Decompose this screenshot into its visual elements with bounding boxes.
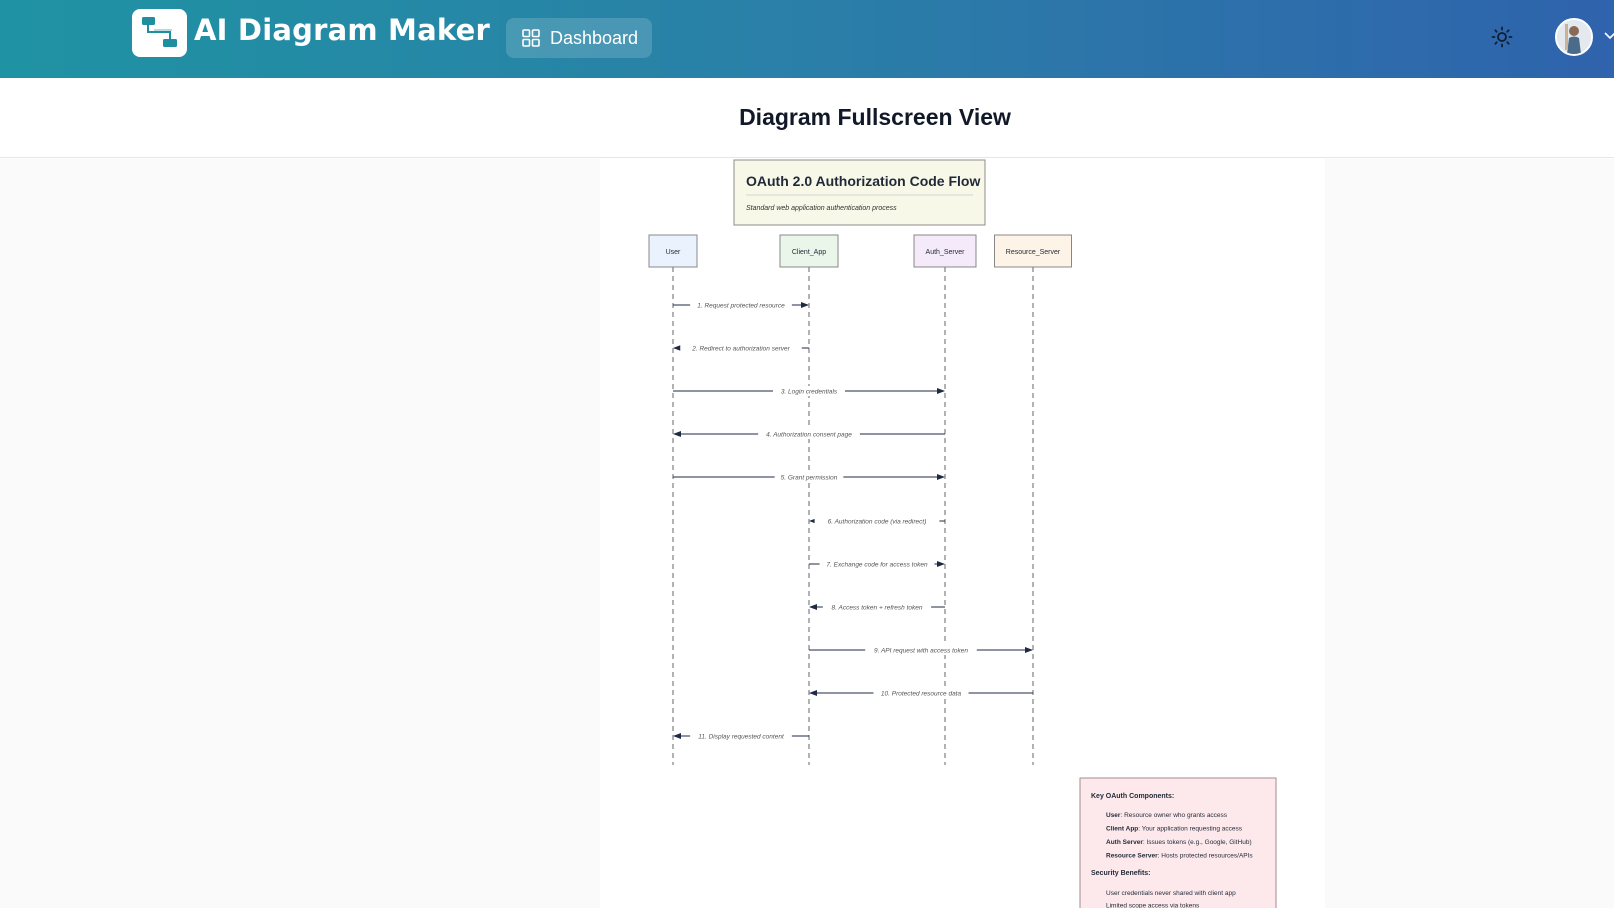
notes-box: Key OAuth Components: User: Resource own… (1079, 777, 1277, 908)
message-label-bg (690, 300, 792, 310)
message-label: 6. Authorization code (via redirect) (828, 519, 927, 526)
message-label-bg (690, 731, 792, 741)
participant-box (779, 234, 839, 268)
diagram-logo-icon[interactable] (132, 9, 187, 57)
message-label: 9. API request with access token (874, 648, 968, 655)
message-1: 1. Request protected resource (673, 300, 809, 310)
dashboard-label: Dashboard (550, 27, 639, 48)
participant-box (994, 234, 1072, 268)
message-6: 6. Authorization code (via redirect) (809, 516, 945, 526)
participant-label: Auth_Server (926, 249, 966, 256)
participant-client-app[interactable]: Client_App (779, 234, 839, 765)
component-item: Resource Server: Hosts protected resourc… (1106, 853, 1253, 860)
message-label: 11. Display requested content (698, 734, 785, 741)
participant-label: User (666, 249, 681, 256)
message-7: 7. Exchange code for access token (809, 559, 945, 569)
message-label-bg (822, 602, 932, 612)
message-label-bg (774, 472, 844, 482)
participant-box (913, 234, 977, 268)
grid-icon (522, 29, 540, 47)
message-label-bg (873, 688, 969, 698)
message-label-bg (814, 516, 940, 526)
message-label: 7. Exchange code for access token (826, 562, 928, 569)
avatar[interactable] (1555, 18, 1593, 56)
message-4: 4. Authorization consent page (673, 429, 945, 439)
message-3: 3. Login credentials (673, 386, 945, 396)
app-title[interactable]: AI Diagram Maker (194, 13, 490, 47)
message-label: 10. Protected resource data (881, 691, 962, 698)
component-item: Client App: Your application requesting … (1106, 826, 1243, 833)
message-label: 8. Access token + refresh token (832, 605, 923, 612)
top-navbar: AI Diagram Maker Dashboard (0, 0, 1614, 78)
diagram-subtitle: Standard web application authentication … (746, 205, 897, 212)
sun-icon[interactable] (1490, 25, 1514, 49)
benefits-heading: Security Benefits: (1091, 870, 1151, 877)
component-item: Auth Server: Issues tokens (e.g., Google… (1106, 839, 1252, 846)
message-2: 2. Redirect to authorization server (673, 343, 809, 353)
title-bar: Diagram Fullscreen View (0, 78, 1614, 158)
participant-label: Resource_Server (1006, 249, 1061, 256)
chevron-down-icon[interactable] (1603, 30, 1614, 40)
benefit-item: Limited scope access via tokens (1106, 903, 1200, 908)
benefit-item: User credentials never shared with clien… (1106, 890, 1236, 897)
participant-auth-server[interactable]: Auth_Server (913, 234, 977, 765)
message-label-bg (758, 429, 860, 439)
participant-box (648, 234, 698, 268)
components-heading: Key OAuth Components: (1091, 793, 1174, 800)
message-label: 3. Login credentials (781, 389, 838, 396)
message-9: 9. API request with access token (809, 645, 1033, 655)
message-label-bg (680, 343, 802, 353)
participant-resource-server[interactable]: Resource_Server (994, 234, 1072, 765)
message-label-bg (773, 386, 845, 396)
diagram-title-box: OAuth 2.0 Authorization Code Flow Standa… (733, 159, 986, 226)
participant-user[interactable]: User (648, 234, 698, 765)
message-label-bg (865, 645, 977, 655)
message-10: 10. Protected resource data (809, 688, 1033, 698)
message-label: 4. Authorization consent page (766, 432, 852, 439)
message-label: 1. Request protected resource (697, 303, 785, 310)
dashboard-button[interactable]: Dashboard (506, 18, 652, 58)
message-label-bg (819, 559, 935, 569)
diagram-title: OAuth 2.0 Authorization Code Flow (746, 173, 980, 189)
message-5: 5. Grant permission (673, 472, 945, 482)
page-title: Diagram Fullscreen View (739, 104, 1011, 130)
message-8: 8. Access token + refresh token (809, 602, 945, 612)
message-11: 11. Display requested content (673, 731, 809, 741)
message-label: 5. Grant permission (781, 475, 838, 482)
message-label: 2. Redirect to authorization server (691, 346, 790, 353)
component-item: User: Resource owner who grants access (1106, 812, 1228, 819)
participant-label: Client_App (792, 249, 826, 256)
